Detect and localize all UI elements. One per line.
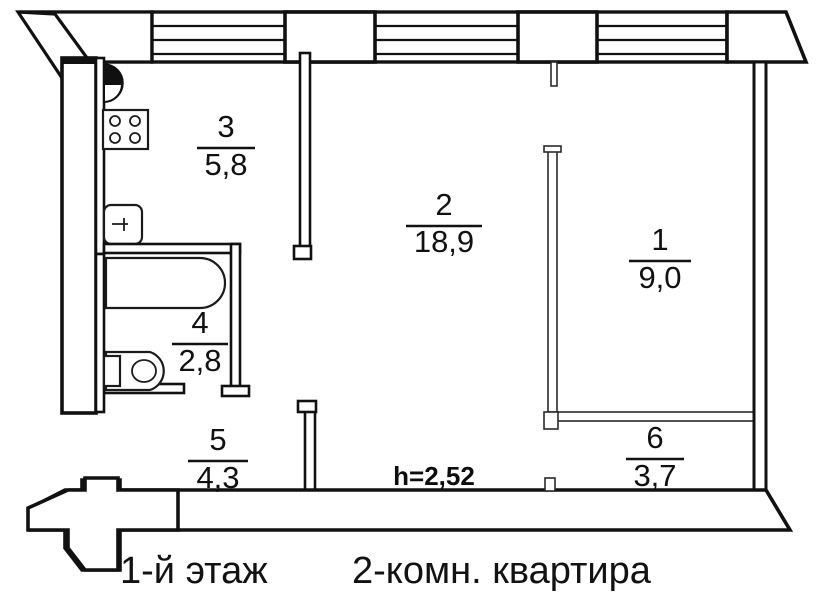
room-area-2: 18,9: [414, 224, 474, 259]
room-label-1: 1 9,0: [629, 222, 691, 295]
room-label-2: 2 18,9: [406, 187, 482, 259]
room-label-4: 4 2,8: [172, 305, 228, 378]
caption-floor: 1-й этаж: [120, 550, 268, 592]
entrance-arrow-shape: [26, 476, 180, 572]
window-left: [152, 24, 285, 56]
room1-bottom-wall-foot: [543, 411, 559, 430]
right-wall: [752, 60, 768, 494]
kitchen-stove: [101, 108, 150, 151]
bathtub: [104, 256, 227, 310]
top-wall-assembly: [15, 10, 809, 89]
room-number-6: 6: [646, 420, 663, 455]
kitchen-left-partition: [94, 56, 106, 256]
room-label-6: 6 3,7: [626, 420, 684, 493]
top-left-balcony-fill: [17, 10, 154, 64]
window-center: [375, 24, 518, 56]
toilet-bowl: [131, 359, 157, 383]
wall-block-right: [516, 10, 599, 64]
toilet-tank: [102, 354, 122, 388]
bathroom-right-wall-foot: [220, 384, 251, 398]
room-area-6: 3,7: [633, 458, 676, 493]
stove-burner-4: [129, 132, 141, 144]
room1-left-wall: [547, 147, 558, 421]
wash-basin-group: [102, 203, 144, 246]
bathroom-fixtures: [102, 256, 227, 392]
center-wall-upper: [298, 51, 312, 255]
kitchen-sink-bowl: [103, 83, 124, 104]
plan-caption: 1-й этаж 2-комн. квартира: [120, 550, 652, 592]
left-wall-cap-top: [62, 58, 96, 64]
bathroom-top-wall: [102, 242, 242, 255]
room-label-5: 5 4,3: [188, 422, 248, 495]
center-partition-upper: [292, 51, 313, 261]
basin-faucet: [112, 218, 128, 231]
room-number-3: 3: [217, 109, 234, 144]
ceiling-height-label: h=2,52: [393, 461, 475, 491]
room-area-1: 9,0: [638, 260, 681, 295]
room-number-1: 1: [651, 222, 668, 257]
center-wall-lower: [303, 401, 317, 495]
bottom-door-stub: [544, 477, 556, 492]
left-wall-outer: [60, 56, 98, 415]
bathroom-right-wall: [229, 242, 242, 396]
wall-stub-b: [550, 61, 558, 87]
right-exterior-wall: [752, 60, 768, 494]
wall-block-left: [283, 10, 377, 64]
top-right-balcony-slab: [725, 10, 809, 64]
room-number-4: 4: [191, 305, 208, 340]
center-partition-lower: [296, 399, 318, 495]
room-number-2: 2: [435, 187, 452, 222]
left-exterior-wall: [60, 56, 98, 415]
stove-burner-2: [129, 115, 141, 127]
room-label-3: 3 5,8: [197, 109, 255, 182]
bottom-wall-assembly: [26, 476, 794, 572]
stove-burner-1: [109, 115, 121, 127]
room-labels: 1 9,0 2 18,9 3 5,8 4 2,8 5: [172, 109, 691, 495]
room1-left-wall-cap: [543, 145, 562, 153]
center-wall-lower-head: [296, 399, 318, 414]
bottom-wall-slab: [118, 488, 794, 532]
kitchen-left-wall: [94, 56, 106, 256]
window-right: [597, 24, 727, 56]
room-area-5: 4,3: [196, 460, 239, 495]
room-area-3: 5,8: [204, 147, 247, 182]
stove-burner-3: [109, 132, 121, 144]
caption-apartment: 2-комн. квартира: [352, 550, 652, 592]
center-wall-upper-foot: [292, 244, 313, 261]
bathroom-left-wall: [94, 252, 106, 414]
room-area-4: 2,8: [178, 343, 221, 378]
room-number-5: 5: [209, 422, 226, 457]
kitchen-fixtures: [101, 63, 150, 151]
